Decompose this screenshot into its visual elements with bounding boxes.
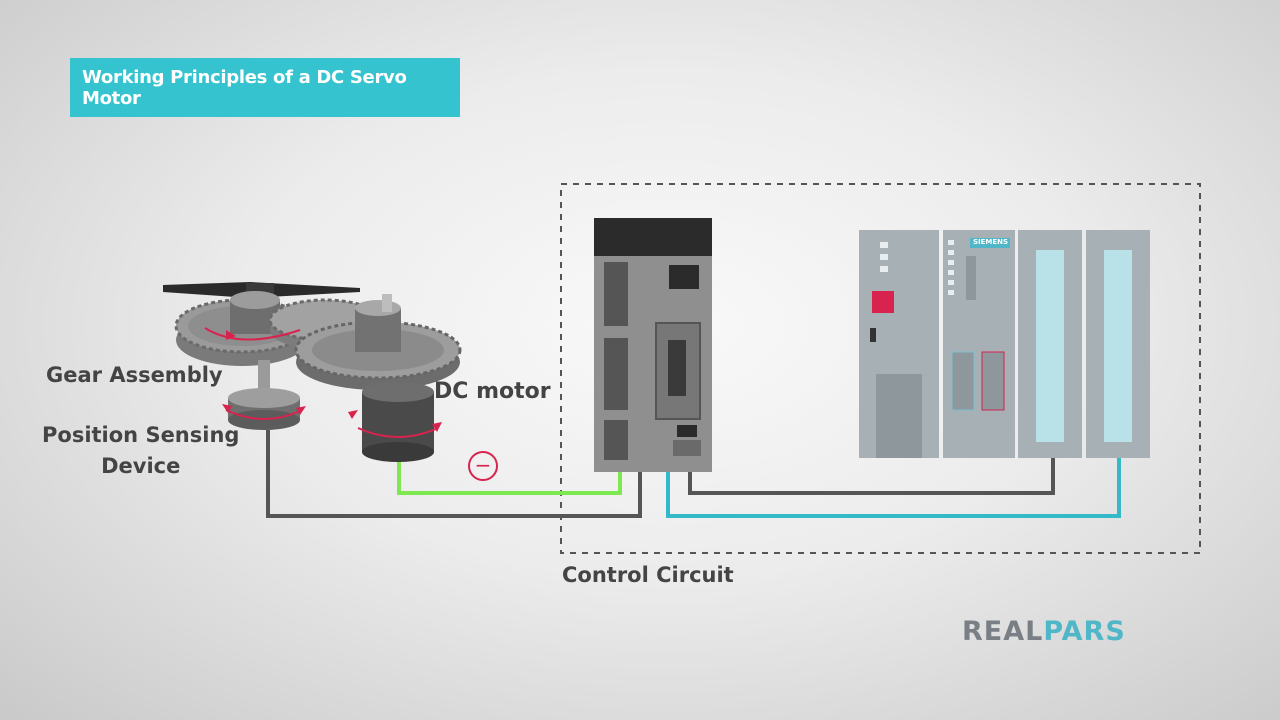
plc-wire-cyan: [666, 457, 1121, 518]
plc-wire-dark: [688, 457, 1055, 495]
gear-assembly-icon: [163, 282, 462, 398]
gear-assembly-label: Gear Assembly: [46, 363, 223, 387]
logo-part-real: REAL: [962, 616, 1044, 647]
plc-brand-label: SIEMENS: [973, 238, 1009, 246]
servo-drive-icon: [594, 218, 712, 472]
brand-logo: REALPARS: [962, 616, 1126, 647]
position-sensing-label-line1: Position Sensing: [42, 423, 240, 447]
plc-rack-icon: [859, 230, 1150, 458]
dc-motor-label: DC motor: [434, 379, 551, 404]
negative-polarity-icon: −: [468, 451, 498, 481]
position-sensing-label-line2: Device: [101, 454, 181, 478]
sensor-wire: [266, 430, 642, 518]
position-sensor-icon: [222, 388, 306, 430]
control-circuit-label: Control Circuit: [562, 563, 734, 587]
logo-part-pars: PARS: [1043, 616, 1126, 647]
page-title: Working Principles of a DC Servo Motor: [70, 58, 460, 117]
position-sensing-label: Position Sensing Device: [42, 420, 239, 482]
dc-motor-icon: [348, 382, 442, 462]
motor-wire: [397, 455, 622, 495]
